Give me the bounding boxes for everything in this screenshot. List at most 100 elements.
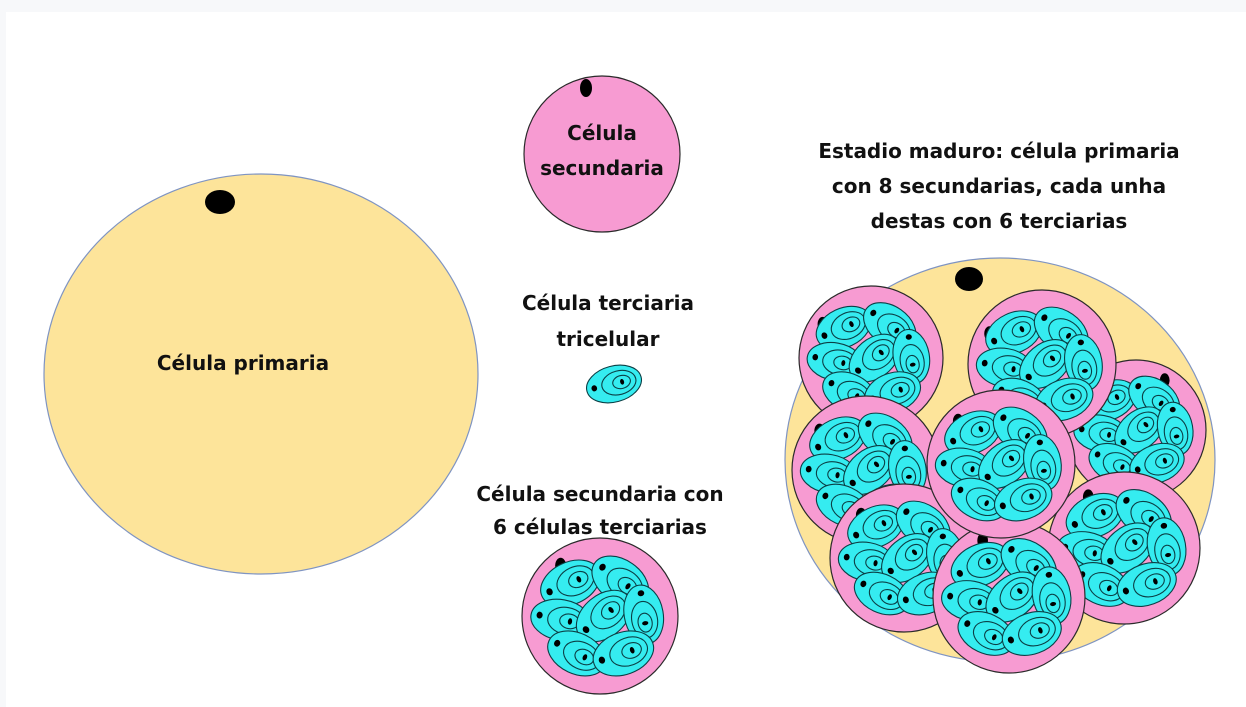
tertiary-inner-cell xyxy=(1136,416,1155,434)
tertiary-cell xyxy=(586,364,642,404)
tertiary-middle-cell xyxy=(1050,383,1088,413)
tertiary-nucleus xyxy=(878,349,884,356)
tertiary-inner-cell xyxy=(1011,321,1032,338)
tertiary-inner-cell xyxy=(904,543,924,562)
tertiary-nucleus xyxy=(911,549,918,556)
tertiary-inner-cell xyxy=(600,601,621,620)
secondary-cell: Célula secundaria xyxy=(523,75,681,233)
tertiary-nucleus xyxy=(554,639,561,647)
tertiary-nucleus xyxy=(970,466,975,473)
secondary-cell-body xyxy=(523,75,681,233)
tertiary-nucleus xyxy=(1148,516,1154,522)
tertiary-cell-label-line1: Célula terciaria xyxy=(522,291,694,315)
tertiary-inner-cell xyxy=(1029,622,1050,639)
tertiary-nucleus xyxy=(1045,571,1053,578)
tertiary-cell xyxy=(809,416,867,462)
mature-stage-label-line3: destas con 6 terciarias xyxy=(871,209,1128,233)
mature-stage-label-line1: Estadio maduro: célula primaria xyxy=(818,139,1179,163)
tertiary-middle-cell xyxy=(601,369,637,396)
secondary-with-tertiaries xyxy=(521,537,679,695)
tertiary-inner-cell xyxy=(890,381,910,398)
mature-primary-nucleus xyxy=(955,267,983,291)
tertiary-nucleus xyxy=(1070,393,1075,400)
tertiary-nucleus xyxy=(890,438,896,445)
tertiary-inner-cell xyxy=(612,374,631,390)
tertiary-middle-cell xyxy=(894,538,929,571)
tertiary-nucleus xyxy=(567,618,573,625)
tertiary-nucleus xyxy=(855,367,862,374)
tertiary-nucleus xyxy=(950,437,957,445)
tertiary-nucleus xyxy=(815,443,822,451)
tertiary-middle-cell xyxy=(991,444,1026,477)
tertiary-inner-cell xyxy=(1021,488,1041,505)
tertiary-cell xyxy=(957,611,1015,656)
tertiary-inner-cell xyxy=(835,427,856,444)
tertiary-middle-cell xyxy=(1144,448,1180,476)
tertiary-nucleus xyxy=(1049,355,1056,362)
tertiary-inner-cell xyxy=(637,612,653,633)
tertiary-inner-cell xyxy=(977,553,998,570)
tertiary-nucleus xyxy=(1143,421,1149,428)
tertiary-nucleus xyxy=(841,360,846,367)
tertiary-nucleus xyxy=(1132,539,1138,546)
tertiary-nucleus xyxy=(849,321,854,328)
tertiary-nucleus xyxy=(992,606,999,614)
tertiary-middle-cell xyxy=(1114,527,1150,561)
tertiary-nucleus xyxy=(873,461,880,468)
tertiary-nucleus xyxy=(1007,636,1014,644)
mature-stage xyxy=(784,257,1216,674)
tertiary-outer-cell xyxy=(592,630,655,677)
tertiary-cell xyxy=(985,310,1043,356)
tertiary-nucleus xyxy=(1008,546,1015,553)
tertiary-nucleus xyxy=(860,580,867,588)
primary-cell-nucleus xyxy=(205,190,235,214)
tertiary-cell xyxy=(540,559,601,607)
tertiary-cell xyxy=(1001,611,1062,656)
tertiary-nucleus xyxy=(637,590,645,597)
tertiary-nucleus xyxy=(805,465,812,473)
tertiary-nucleus xyxy=(546,588,553,596)
tertiary-inner-cell xyxy=(1077,360,1093,380)
tertiary-nucleus xyxy=(591,385,598,392)
tertiary-inner-cell xyxy=(1009,582,1029,601)
tertiary-inner-cell xyxy=(1042,349,1062,368)
tertiary-nucleus xyxy=(821,332,828,339)
tertiary-nucleus xyxy=(957,486,964,494)
tertiary-cell xyxy=(530,598,592,642)
tertiary-nucleus xyxy=(909,362,916,367)
tertiary-nucleus xyxy=(843,553,850,561)
tertiary-nucleus xyxy=(1025,432,1031,439)
tertiary-outer-cell xyxy=(586,364,642,404)
tertiary-nucleus xyxy=(853,531,860,539)
tertiary-nucleus xyxy=(964,620,971,627)
tertiary-nucleus xyxy=(1000,414,1007,421)
primary-cell: Célula primaria xyxy=(43,173,479,575)
tertiary-outer-cell xyxy=(1116,562,1177,607)
tertiary-nucleus xyxy=(901,445,908,452)
tertiary-cell-label-line2: tricelular xyxy=(556,327,659,351)
tertiary-nucleus xyxy=(999,502,1006,510)
tertiary-nucleus xyxy=(1040,468,1047,473)
tertiary-nucleus xyxy=(1036,439,1043,446)
tertiary-nucleus xyxy=(887,567,894,575)
tertiary-nucleus xyxy=(905,334,912,340)
tertiary-nucleus xyxy=(984,500,989,507)
tertiary-cell xyxy=(592,630,655,677)
tertiary-nucleus xyxy=(599,563,606,571)
tertiary-nucleus xyxy=(1008,455,1015,462)
tertiary-nucleus xyxy=(620,378,625,385)
tertiary-nucleus xyxy=(902,596,909,604)
tertiary-cell xyxy=(1023,434,1062,491)
tertiary-nucleus xyxy=(1101,509,1106,516)
tertiary-nucleus xyxy=(1173,434,1180,439)
tertiary-nucleus xyxy=(1081,368,1088,373)
tertiary-nucleus xyxy=(1106,585,1112,592)
tertiary-inner-cell xyxy=(1107,389,1126,406)
tertiary-nucleus xyxy=(898,386,903,393)
tertiary-nucleus xyxy=(582,626,590,634)
tertiary-nucleus xyxy=(1050,601,1057,607)
tertiary-middle-cell xyxy=(1032,344,1067,377)
tertiary-cell xyxy=(623,584,665,645)
tertiary-middle-cell xyxy=(590,595,627,630)
tertiary-inner-cell xyxy=(871,344,890,362)
